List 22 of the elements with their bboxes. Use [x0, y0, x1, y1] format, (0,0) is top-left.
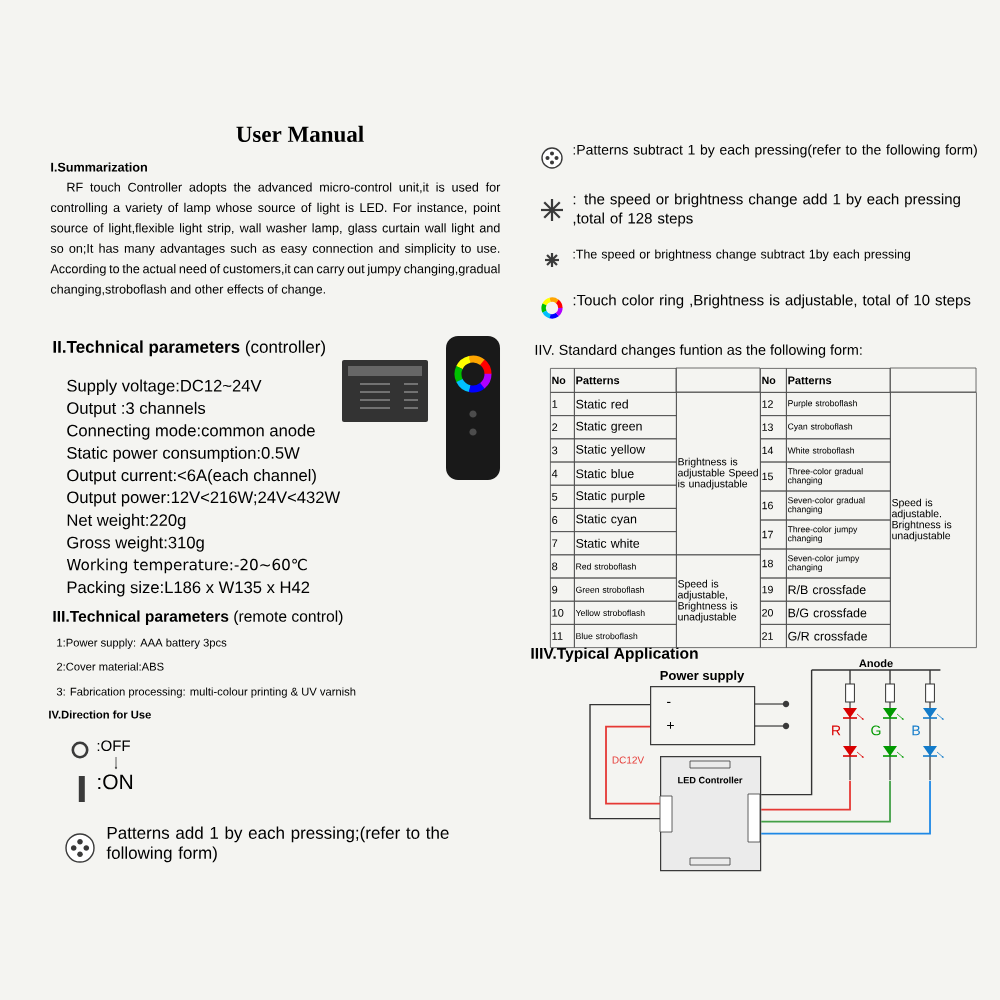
- wire: [889, 669, 891, 681]
- title: User Manual: [236, 125, 364, 143]
- instruction-text: Patterns add 1 by each pressing;(refer to the following form): [106, 826, 449, 863]
- wire: [760, 669, 813, 796]
- parameter-text: Supply voltage:DC12~24V: [67, 379, 262, 395]
- parameter-text: Output current:<6A(each channel): [67, 469, 316, 485]
- wire: [849, 669, 851, 681]
- wire: [929, 669, 931, 681]
- parameter-text: Gross weight:310g: [67, 536, 204, 552]
- wire: [760, 779, 891, 823]
- status-text: :ON: [98, 774, 133, 790]
- parameter-text: Connecting mode:common anode: [67, 424, 315, 440]
- wire: [760, 779, 931, 835]
- parameter-text: Output power:12V<216W;24V<432W: [67, 491, 341, 507]
- wire: [589, 703, 661, 820]
- wire: [605, 725, 661, 805]
- parameter-text: Net weight:220g: [67, 513, 186, 530]
- parameter-text: Packing size:L186 x W135 x H42: [67, 581, 310, 597]
- parameter-text: Output :3 channels: [67, 401, 206, 418]
- wire: [760, 779, 851, 811]
- parameter-text: Static power consumption:0.5W: [67, 446, 300, 463]
- section-heading: II.Technical parameters (controller): [53, 340, 325, 357]
